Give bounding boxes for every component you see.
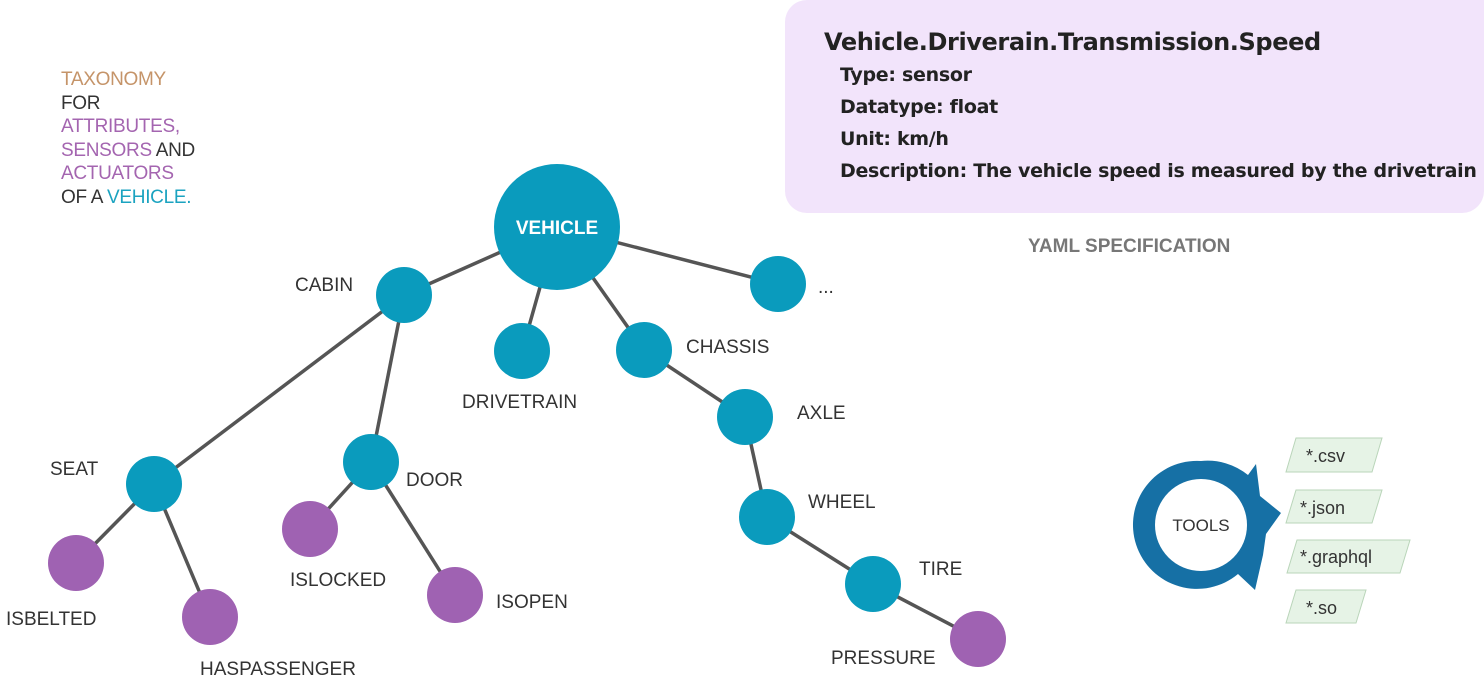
spec-datatype: Datatype: float — [840, 96, 998, 118]
label-door: DOOR — [406, 470, 463, 491]
tools-label: TOOLS — [1172, 516, 1229, 535]
legend: TAXONOMY FOR ATTRIBUTES, SENSORS AND ACT… — [61, 68, 195, 209]
label-vehicle: VEHICLE — [516, 218, 598, 239]
node-drivetrain[interactable] — [494, 323, 550, 379]
label-axle: AXLE — [797, 403, 846, 424]
node-vehicle[interactable] — [494, 164, 620, 290]
branch-nodes — [126, 164, 901, 612]
format-csv-shape — [1285, 437, 1383, 473]
node-seat[interactable] — [126, 456, 182, 512]
node-haspassenger[interactable] — [182, 589, 238, 645]
label-cabin: CABIN — [295, 275, 353, 296]
legend-line-vehicle: OF A VEHICLE. — [61, 186, 195, 210]
node-chassis[interactable] — [616, 322, 672, 378]
label-more: ... — [818, 277, 834, 298]
node-tire[interactable] — [845, 556, 901, 612]
format-so-shape — [1285, 589, 1367, 624]
tools-gear-icon[interactable]: TOOLS — [1132, 460, 1281, 590]
format-graphql-shape — [1286, 539, 1411, 574]
spec-panel: Vehicle.Driverain.Transmission.Speed Typ… — [785, 0, 1484, 213]
legend-line-attributes: ATTRIBUTES, — [61, 116, 180, 137]
node-more[interactable] — [750, 256, 806, 312]
leaf-nodes — [48, 501, 1006, 667]
edge-cabin-seat — [152, 293, 406, 486]
label-isbelted: ISBELTED — [6, 609, 96, 630]
legend-line-sensors: SENSORS AND — [61, 139, 195, 163]
format-graphql[interactable]: *.graphql — [1286, 539, 1411, 574]
legend-period: . — [186, 186, 192, 208]
legend-vehicle: VEHICLE — [107, 186, 187, 208]
node-isbelted[interactable] — [48, 535, 104, 591]
label-wheel: WHEEL — [808, 492, 876, 513]
legend-and: AND — [151, 139, 196, 161]
tools-gear-hole — [1155, 479, 1247, 571]
spec-type: Type: sensor — [840, 64, 972, 86]
node-wheel[interactable] — [739, 489, 795, 545]
format-so-label: *.so — [1306, 598, 1337, 618]
label-chassis: CHASSIS — [686, 337, 769, 358]
format-csv[interactable]: *.csv — [1285, 437, 1383, 473]
label-seat: SEAT — [50, 459, 99, 480]
label-tire: TIRE — [919, 559, 962, 580]
spec-description: Description: The vehicle speed is measur… — [840, 160, 1477, 182]
label-pressure: PRESSURE — [831, 648, 936, 669]
format-json-label: *.json — [1300, 498, 1345, 518]
tree-edges — [74, 225, 979, 641]
label-haspassenger: HASPASSENGER — [200, 659, 356, 680]
format-csv-label: *.csv — [1306, 446, 1345, 466]
node-cabin[interactable] — [376, 267, 432, 323]
node-door[interactable] — [343, 434, 399, 490]
label-isopen: ISOPEN — [496, 592, 568, 613]
legend-sensors: SENSORS — [61, 139, 152, 161]
format-so[interactable]: *.so — [1285, 589, 1367, 624]
label-islocked: ISLOCKED — [290, 570, 386, 591]
node-islocked[interactable] — [282, 501, 338, 557]
legend-line-for: FOR — [61, 92, 101, 114]
format-graphql-label: *.graphql — [1300, 547, 1372, 567]
legend-of-a: OF A — [61, 186, 108, 208]
format-json[interactable]: *.json — [1285, 489, 1383, 524]
spec-unit: Unit: km/h — [840, 128, 949, 150]
spec-title: Vehicle.Driverain.Transmission.Speed — [824, 28, 1321, 56]
edge-cabin-door — [369, 294, 406, 463]
legend-line-actuators: ACTUATORS — [61, 163, 174, 184]
node-axle[interactable] — [717, 389, 773, 445]
yaml-specification-label: YAML SPECIFICATION — [1028, 236, 1231, 257]
format-json-shape — [1285, 489, 1383, 524]
label-drivetrain: DRIVETRAIN — [462, 392, 577, 413]
node-isopen[interactable] — [427, 567, 483, 623]
legend-line-taxonomy: TAXONOMY — [61, 69, 166, 90]
node-pressure[interactable] — [950, 611, 1006, 667]
